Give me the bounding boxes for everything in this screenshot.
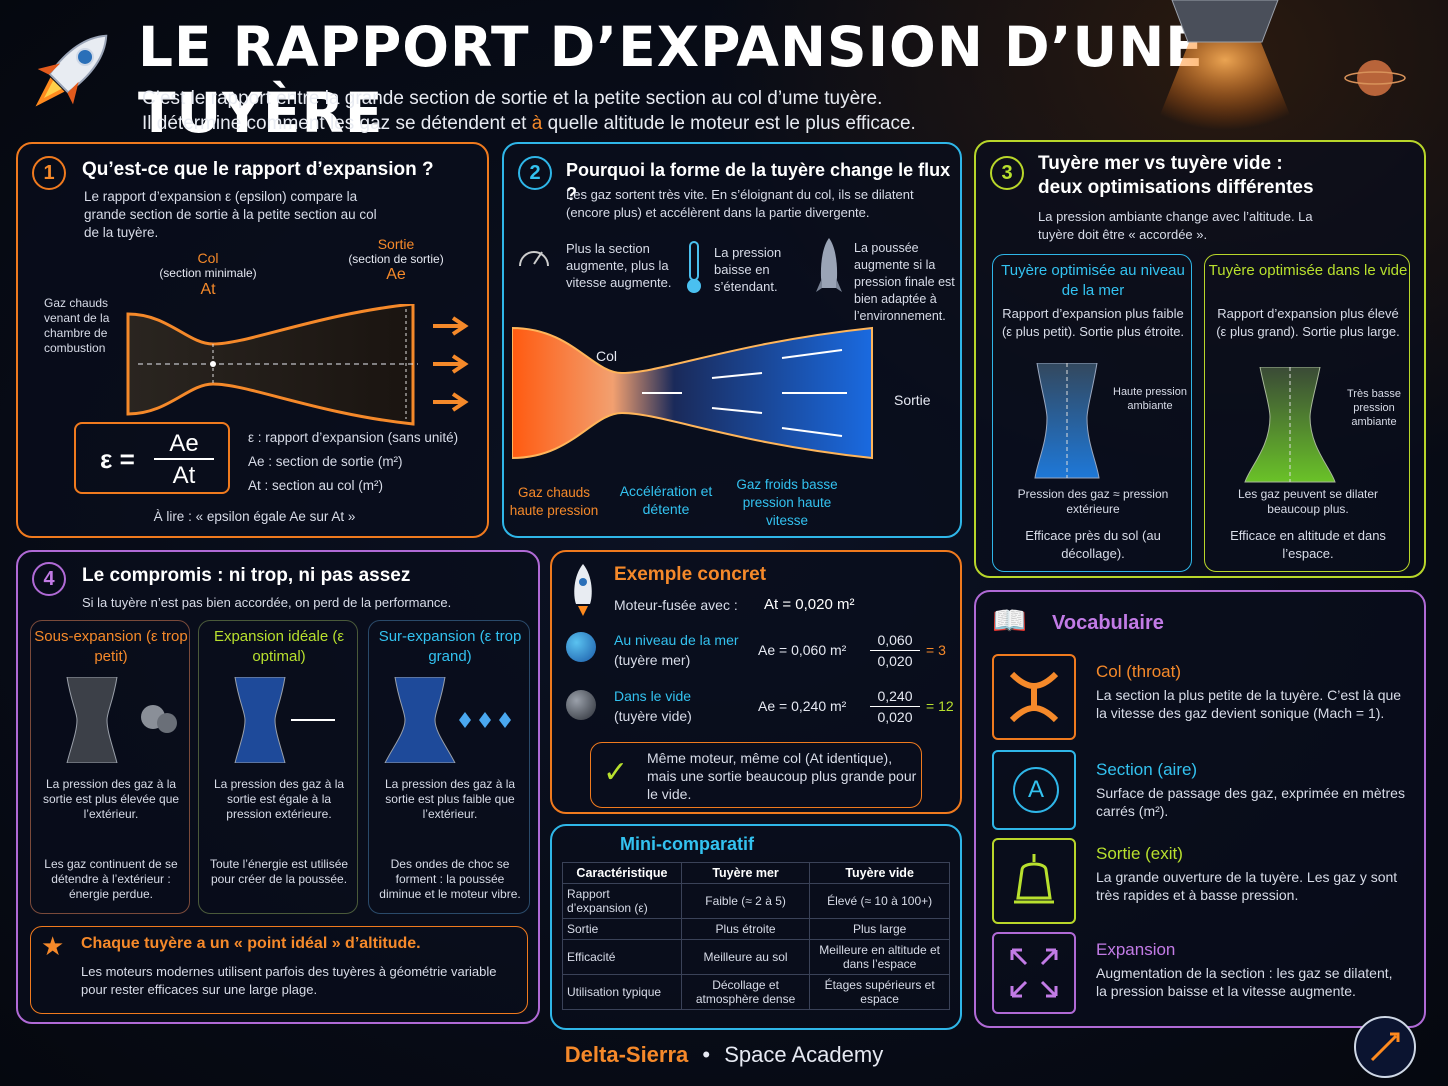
formula-definitions: ε : rapport d’expansion (sans unité)Ae :… xyxy=(248,430,459,493)
under-expansion-icon xyxy=(66,677,177,763)
section-sea-vs-vacuum: 3 Tuyère mer vs tuyère vide :deux optimi… xyxy=(974,140,1426,578)
section-description: Les gaz sortent très vite. En s’éloignan… xyxy=(566,187,914,220)
section-example: Exemple concret Moteur-fusée avec : At =… xyxy=(550,550,962,814)
throat-term-icon xyxy=(992,654,1076,740)
formula-box: ε = Ae At xyxy=(74,422,230,494)
section-number: 1 xyxy=(32,156,66,190)
example-sea-area: Ae = 0,060 m² xyxy=(758,642,847,658)
example-vacuum-area: Ae = 0,240 m² xyxy=(758,698,847,714)
section-title: Tuyère mer vs tuyère vide :deux optimisa… xyxy=(1038,153,1314,198)
info-pressure: La pression baisse en s’étendant. xyxy=(714,245,782,294)
example-note: ✓ Même moteur, même col (At identique), … xyxy=(590,742,922,808)
example-vacuum-label: Dans le vide(tuyère vide) xyxy=(614,688,692,724)
info-thrust: La poussée augmente si la pression final… xyxy=(854,241,955,323)
expansion-term-icon xyxy=(992,932,1076,1014)
section-compromise: 4 Le compromis : ni trop, ni pas assez S… xyxy=(16,550,540,1024)
over-expansion-icon xyxy=(384,677,511,763)
hot-gas-label: Gaz chauds venant de la chambre de combu… xyxy=(44,296,110,355)
example-sea-result: = 3 xyxy=(926,642,946,658)
star-icon: ★ xyxy=(41,931,65,961)
section-description: La pression ambiante change avec l’altit… xyxy=(1038,209,1313,242)
moon-icon xyxy=(566,690,596,720)
section-vocabulary: 📖 Vocabulaire Col (throat) La section la… xyxy=(974,590,1426,1028)
sweet-spot-note: ★ Chaque tuyère a un « point idéal » d’a… xyxy=(30,926,528,1014)
ideal-expansion-card: Expansion idéale (ε optimal) La pression… xyxy=(198,620,358,914)
section-number: 4 xyxy=(32,562,66,596)
section-flow-shape: 2 Pourquoi la forme de la tuyère change … xyxy=(502,142,962,538)
flow-diagram xyxy=(512,326,873,460)
example-vacuum-result: = 12 xyxy=(926,698,954,714)
rocket-icon xyxy=(574,564,592,616)
throat-label: Col (section minimale) At xyxy=(159,250,257,298)
vacuum-nozzle-icon xyxy=(1244,367,1336,483)
comparison-title: Mini-comparatif xyxy=(619,834,754,854)
area-term-icon: A xyxy=(992,750,1076,830)
acceleration-caption: Accélération et détente xyxy=(619,483,713,517)
ideal-expansion-icon xyxy=(234,677,335,763)
section-number: 2 xyxy=(518,156,552,190)
exit-flow-label: Sortie xyxy=(894,392,931,408)
example-throat-area: At = 0,020 m² xyxy=(764,596,855,613)
sea-nozzle-icon xyxy=(1034,363,1100,479)
checkmark-icon: ✓ xyxy=(603,756,629,789)
thermometer-icon xyxy=(687,241,701,293)
earth-icon xyxy=(566,632,596,662)
rocket-thrust-icon xyxy=(816,238,842,292)
section-title: Qu’est-ce que le rapport d’expansion ? xyxy=(82,159,434,180)
speedometer-icon xyxy=(519,251,549,267)
vocabulary-title: Vocabulaire xyxy=(1052,612,1164,634)
section-number: 3 xyxy=(990,156,1024,190)
exit-term-icon xyxy=(992,838,1076,924)
rocket-icon xyxy=(35,34,108,107)
throat-flow-label: Col xyxy=(596,348,618,364)
subtitle: C’est le rapport entre la grande section… xyxy=(142,88,916,134)
footer: Delta-Sierra • Space Academy xyxy=(564,1042,884,1067)
section-description: Le rapport d’expansion ε (epsilon) compa… xyxy=(84,189,377,240)
under-expansion-card: Sous-expansion (ε trop petit) La pressio… xyxy=(30,620,190,914)
section-description: Si la tuyère n’est pas bien accordée, on… xyxy=(82,595,452,610)
section-title: Le compromis : ni trop, ni pas assez xyxy=(82,565,411,586)
hot-gas-caption: Gaz chauds haute pression xyxy=(509,485,599,518)
reading-hint: À lire : « epsilon égale Ae sur At » xyxy=(153,509,356,524)
over-expansion-card: Sur-expansion (ε trop grand) La pression… xyxy=(368,620,530,914)
example-sea-label: Au niveau de la mer(tuyère mer) xyxy=(614,632,739,668)
nozzle-diagram xyxy=(126,304,469,426)
section-title: Pourquoi la forme de la tuyère change le… xyxy=(566,160,951,204)
example-motor: Moteur-fusée avec : xyxy=(614,597,738,613)
book-icon: 📖 xyxy=(992,605,1027,636)
example-title: Exemple concret xyxy=(614,564,767,585)
vacuum-nozzle-card: Tuyère optimisée dans le vide Rapport d’… xyxy=(1204,254,1410,572)
page-title: LE RAPPORT D’EXPANSION D’UNE TUYÈRE xyxy=(138,15,1204,145)
sea-nozzle-card: Tuyère optimisée au niveau de la mer Rap… xyxy=(992,254,1192,572)
academy-badge-icon xyxy=(1354,1016,1416,1078)
engine-plume-illustration xyxy=(1150,0,1406,140)
exit-label: Sortie (section de sortie) Ae xyxy=(348,236,444,283)
cold-gas-caption: Gaz froids basse pression haute vitesse xyxy=(736,477,838,528)
section-expansion-ratio: 1 Qu’est-ce que le rapport d’expansion ?… xyxy=(16,142,489,538)
info-speed: Plus la section augmente, plus la vitess… xyxy=(566,241,672,290)
